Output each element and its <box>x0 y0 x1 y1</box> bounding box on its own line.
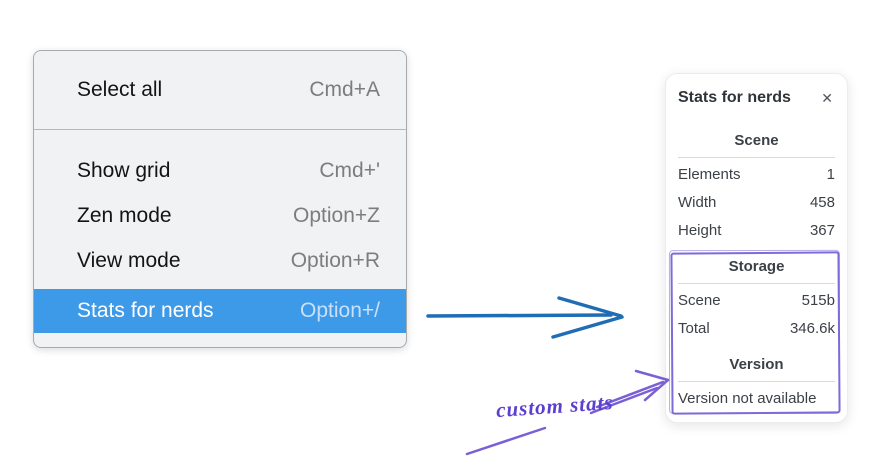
stat-row-elements: Elements 1 <box>678 160 835 188</box>
stat-row-height: Height 367 <box>678 216 835 244</box>
menu-item-shortcut: Option+Z <box>293 203 380 227</box>
menu-item-stats-for-nerds[interactable]: Stats for nerds Option+/ <box>34 289 406 333</box>
menu-item-shortcut: Cmd+A <box>309 78 380 101</box>
stats-panel: Stats for nerds ✕ Scene Elements 1 Width… <box>665 73 848 423</box>
stat-label: Scene <box>678 291 721 309</box>
stat-label: Elements <box>678 165 741 183</box>
section-heading-storage: Storage <box>728 258 785 275</box>
menu-separator <box>34 129 406 130</box>
stat-row-width: Width 458 <box>678 188 835 216</box>
stats-panel-title: Stats for nerds <box>678 89 791 106</box>
menu-item-shortcut: Option+/ <box>300 299 380 322</box>
stat-row-scene-size: Scene 515b <box>678 286 835 314</box>
menu-item-zen-mode[interactable]: Zen mode Option+Z <box>34 193 406 238</box>
menu-item-label: Show grid <box>77 158 171 182</box>
section-heading-version: Version <box>729 356 784 373</box>
stat-label: Width <box>678 193 717 211</box>
stats-panel-header: Stats for nerds ✕ <box>678 86 835 110</box>
stat-value: 458 <box>809 193 835 211</box>
stat-value: 515b <box>801 291 835 309</box>
stat-value: 346.6k <box>789 319 835 337</box>
menu-item-label: View mode <box>77 248 181 272</box>
menu-item-label: Stats for nerds <box>77 299 214 322</box>
section-heading-scene: Scene <box>734 132 779 149</box>
annotation-label: custom stats <box>495 389 615 423</box>
menu-item-select-all[interactable]: Select all Cmd+A <box>34 51 406 129</box>
menu-item-label: Zen mode <box>77 203 172 227</box>
menu-item-show-grid[interactable]: Show grid Cmd+' <box>34 148 406 193</box>
section-divider <box>678 157 835 158</box>
version-note: Version not available <box>678 390 817 407</box>
section-divider <box>678 381 835 382</box>
stat-label: Height <box>678 221 722 239</box>
section-divider <box>678 283 835 284</box>
menu-item-view-mode[interactable]: View mode Option+R <box>34 238 406 283</box>
menu-item-label: Select all <box>77 78 163 101</box>
stat-value: 1 <box>826 165 835 183</box>
close-icon[interactable]: ✕ <box>821 90 833 106</box>
menu-item-shortcut: Option+R <box>290 248 380 272</box>
stat-row-total-size: Total 346.6k <box>678 314 835 342</box>
context-menu: Select all Cmd+A Show grid Cmd+' Zen mod… <box>33 50 407 348</box>
menu-item-shortcut: Cmd+' <box>319 158 380 182</box>
menu-group: Show grid Cmd+' Zen mode Option+Z View m… <box>34 130 406 333</box>
stat-value: 367 <box>809 221 835 239</box>
stat-label: Total <box>678 319 710 337</box>
